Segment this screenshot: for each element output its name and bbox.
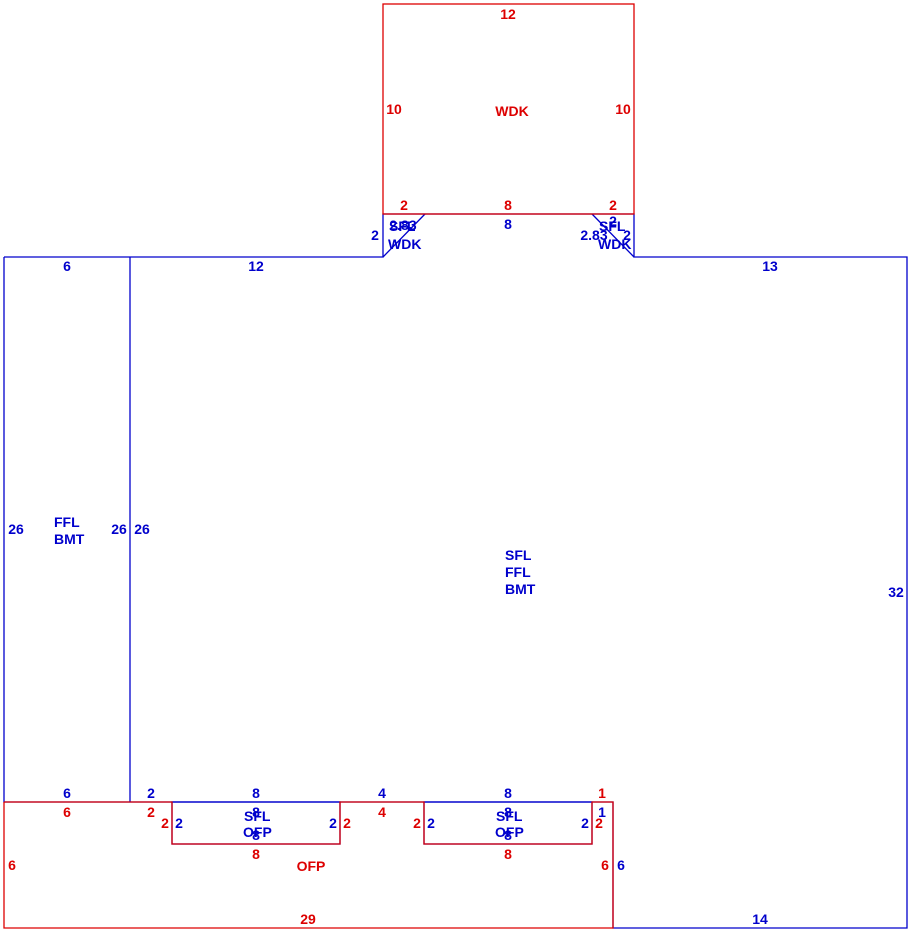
area-labels: WDK FFL BMT SFL FFL BMT OFP SFL OFP SFL … <box>54 103 631 874</box>
dim-ofp-left: 6 <box>8 857 16 873</box>
dim-main-left: 26 <box>134 521 150 537</box>
exterior-area-outlines <box>3 3 635 929</box>
dim-ofp-right-inner: 6 <box>617 857 625 873</box>
dim-west-bottom: 6 <box>63 785 71 801</box>
dim-west-left: 26 <box>8 521 24 537</box>
dim-stair-a-left-blue: 2 <box>175 815 183 831</box>
dim-stair-a-left-red: 2 <box>161 815 169 831</box>
west-wing-label-2: BMT <box>54 531 85 547</box>
dim-stair-b-bottom: 8 <box>504 827 512 843</box>
wdk-outline <box>382 3 635 215</box>
corner-right-label-2: WDK <box>598 236 631 252</box>
living-area-outlines <box>3 213 908 929</box>
dim-stair-a-right-red: 2 <box>343 815 351 831</box>
dim-stair-b-top: 8 <box>504 804 512 820</box>
stair-b-label-1: SFL <box>496 808 523 824</box>
dim-stair-a-bottom-red: 8 <box>252 846 260 862</box>
dim-ofp-notch-blue: 1 <box>598 804 606 820</box>
dim-wdk-right: 10 <box>615 101 631 117</box>
main-label-1: SFL <box>505 547 532 563</box>
west-wing-label-1: FFL <box>54 514 80 530</box>
dim-bottom-seg-b: 4 <box>378 785 386 801</box>
corner-left-diagonal <box>382 213 426 258</box>
stair-a-label-1: SFL <box>244 808 271 824</box>
dim-stair-b-right-blue: 2 <box>581 815 589 831</box>
main-outline <box>3 213 908 929</box>
dim-main-top-left: 12 <box>248 258 264 274</box>
dim-corner-left-diag: 2.83 <box>389 217 416 233</box>
dim-corner-right-side: 2 <box>623 227 631 243</box>
dim-bottom-seg-a: 2 <box>147 785 155 801</box>
corner-left-label-2: WDK <box>388 236 421 252</box>
dim-west-right: 26 <box>111 521 127 537</box>
dim-bottom-stair-a: 8 <box>252 785 260 801</box>
dim-ofp-bottom: 29 <box>300 911 316 927</box>
dim-stair-a-top: 8 <box>252 804 260 820</box>
dim-wdk-bottom-right: 2 <box>609 197 617 213</box>
corner-right-label-1: SFL <box>599 218 626 234</box>
dim-bottom-stair-b: 8 <box>504 785 512 801</box>
dim-ofp-top-seg-b: 4 <box>378 804 386 820</box>
dim-ofp-top-seg-a: 2 <box>147 804 155 820</box>
dim-wdk-bottom-mid: 8 <box>504 197 512 213</box>
dim-mid-top: 8 <box>504 216 512 232</box>
dim-corner-right-diag: 2.83 <box>580 227 607 243</box>
dim-ofp-top-left: 6 <box>63 804 71 820</box>
dim-corner-right-top: 2 <box>609 213 617 229</box>
main-label-2: FFL <box>505 564 531 580</box>
wdk-label: WDK <box>495 103 528 119</box>
dim-stair-b-bottom-red: 8 <box>504 846 512 862</box>
dim-stair-a-right-blue: 2 <box>329 815 337 831</box>
dim-wdk-top: 12 <box>500 6 516 22</box>
main-label-3: BMT <box>505 581 536 597</box>
ofp-label: OFP <box>297 858 326 874</box>
dim-east-bottom: 14 <box>752 911 768 927</box>
dim-corner-left-side: 2 <box>371 227 379 243</box>
dim-stair-a-bottom: 8 <box>252 827 260 843</box>
dim-stair-b-right-red: 2 <box>595 815 603 831</box>
corner-left-label-1: SFL <box>389 218 416 234</box>
stair-b-label-2: OFP <box>495 824 524 840</box>
dim-main-top-right: 13 <box>762 258 778 274</box>
dim-bottom-seg-c: 1 <box>598 785 606 801</box>
dim-west-top: 6 <box>63 258 71 274</box>
stair-a-label-2: OFP <box>243 824 272 840</box>
ofp-outline <box>3 801 614 929</box>
corner-right-diagonal <box>591 213 635 258</box>
dim-ofp-right: 6 <box>601 857 609 873</box>
dim-stair-b-left-blue: 2 <box>427 815 435 831</box>
dimension-labels: 12 10 10 2 8 2 8 2 2.83 2.83 2 2 6 12 13… <box>8 6 904 927</box>
dim-stair-b-left-red: 2 <box>413 815 421 831</box>
dim-east-side: 32 <box>888 584 904 600</box>
dim-wdk-bottom-left: 2 <box>400 197 408 213</box>
dim-wdk-left: 10 <box>386 101 402 117</box>
